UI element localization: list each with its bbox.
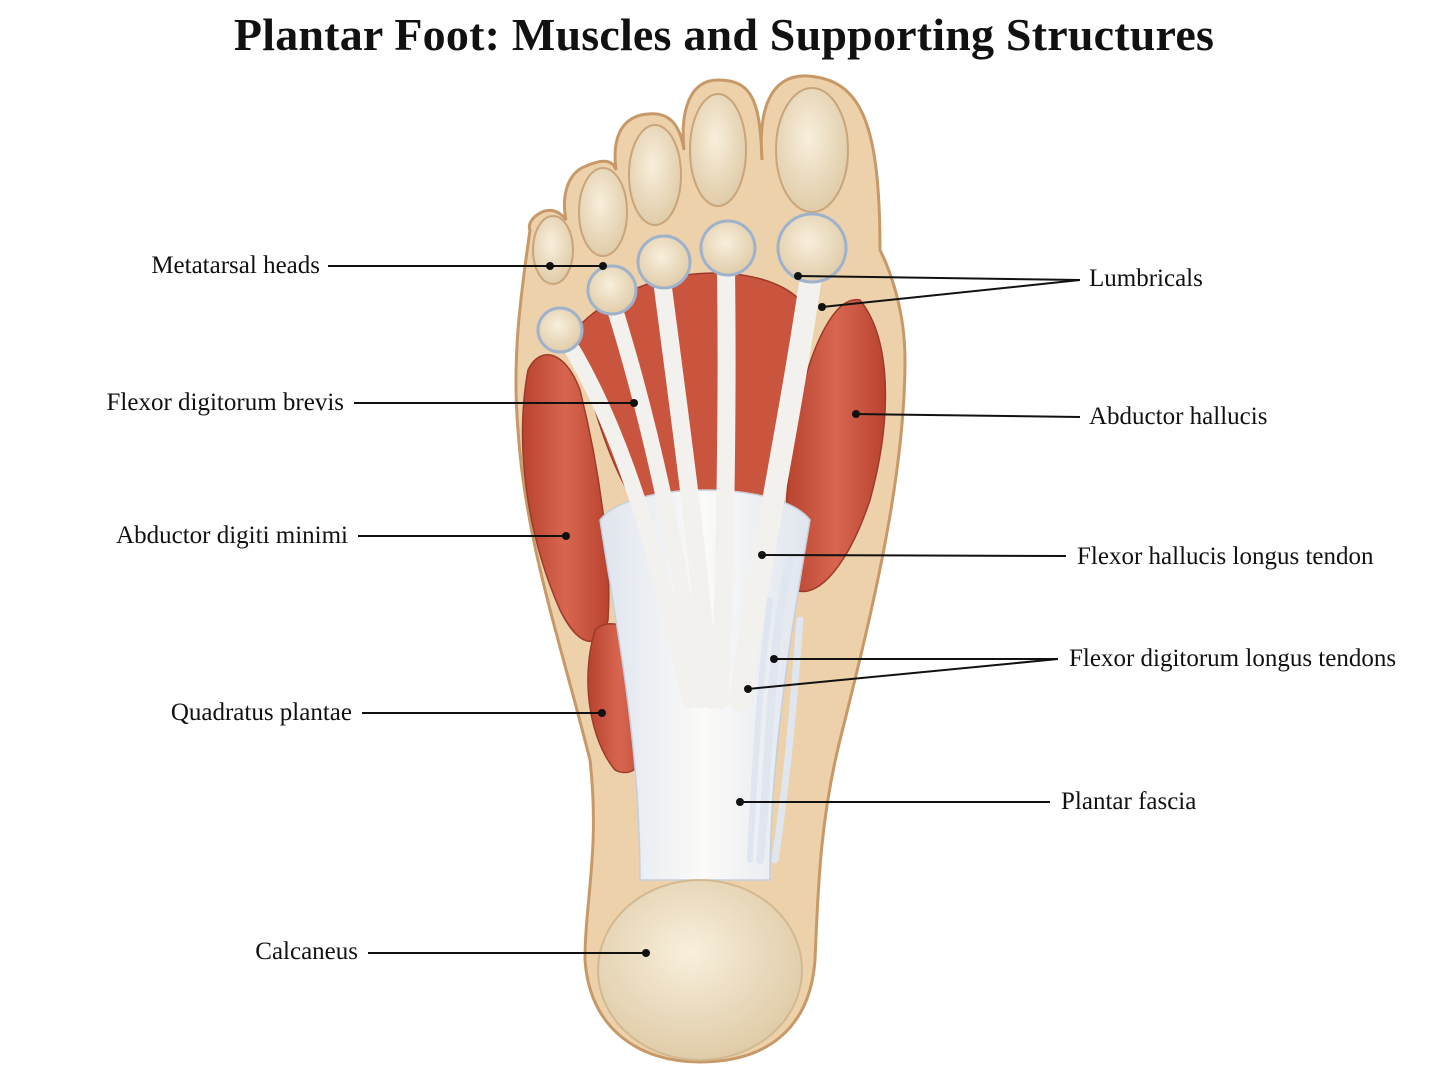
label-plantar-fascia: Plantar fascia — [1061, 788, 1197, 815]
leader-flexor-digitorum-longus-b — [747, 658, 1059, 690]
leader-lumbricals-a — [797, 275, 1081, 281]
leader-lumbricals-b — [821, 279, 1081, 308]
abductor-digiti-minimi-muscle — [521, 353, 610, 642]
diagram-title: Plantar Foot: Muscles and Supporting Str… — [233, 9, 1215, 60]
leader-dots — [546, 262, 860, 957]
metatarsal-heads-group — [536, 212, 848, 354]
leader-abductor-hallucis — [855, 413, 1081, 418]
label-abductor-digiti-minimi: Abductor digiti minimi — [116, 522, 348, 549]
label-calcaneus: Calcaneus — [255, 938, 358, 965]
label-flexor-digitorum-brevis: Flexor digitorum brevis — [106, 389, 344, 416]
label-quadratus-plantae: Quadratus plantae — [170, 699, 352, 726]
label-abductor-hallucis: Abductor hallucis — [1089, 403, 1268, 430]
label-flexor-digitorum-longus-tendons: Flexor digitorum longus tendons — [1069, 645, 1397, 672]
tendons — [552, 259, 823, 864]
calcaneus-bone — [597, 879, 803, 1061]
label-flexor-hallucis-longus-tendon: Flexor hallucis longus tendon — [1077, 543, 1374, 570]
label-lumbricals: Lumbricals — [1089, 265, 1203, 292]
toes — [532, 87, 849, 285]
leader-lines — [328, 265, 1081, 954]
leader-flexor-hallucis-longus-tendon — [761, 554, 1067, 557]
label-metatarsal-heads: Metatarsal heads — [151, 252, 320, 279]
